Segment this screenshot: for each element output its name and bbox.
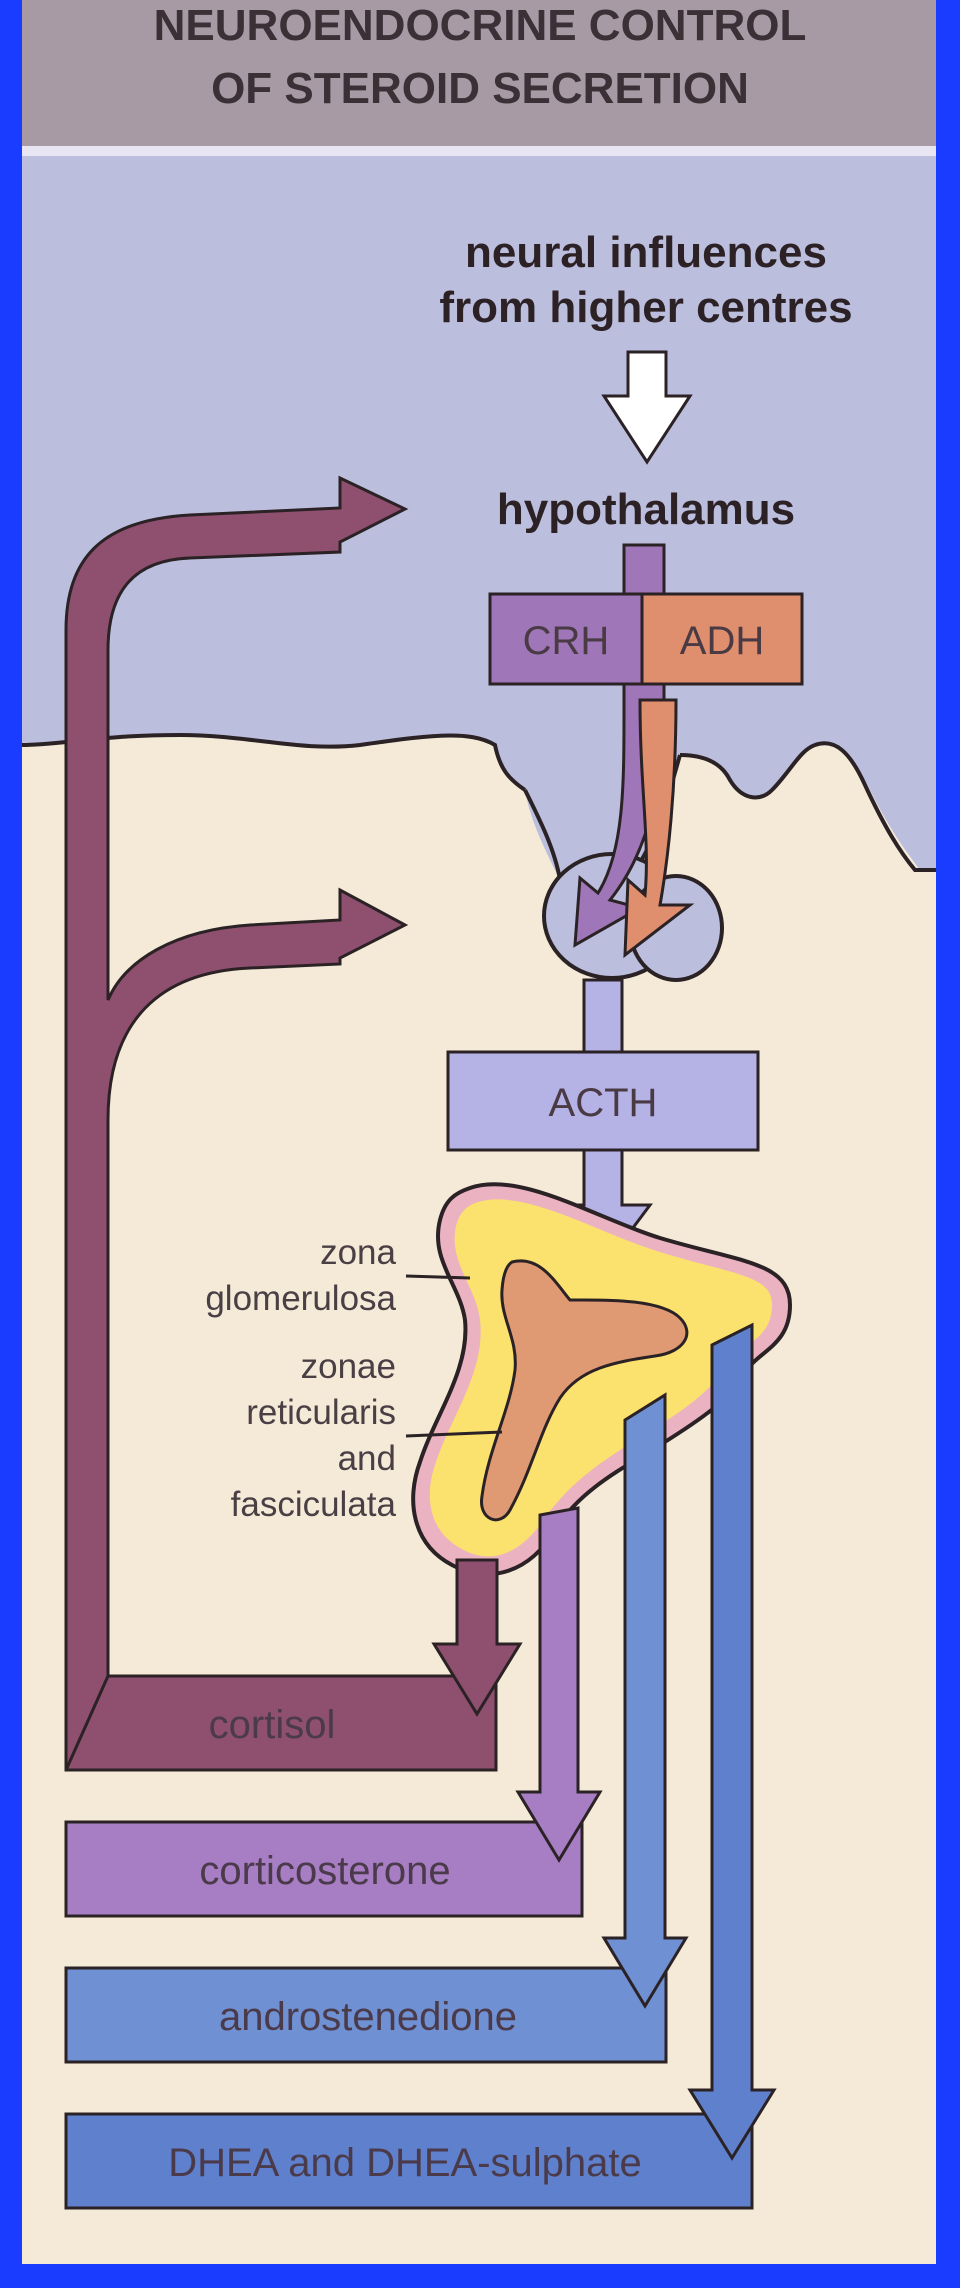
- corticosterone-box: [64, 1820, 584, 1918]
- title-divider: [22, 146, 936, 156]
- title-band: [22, 0, 936, 146]
- zonae-reticularis-label-4: fasciculata: [231, 1485, 397, 1524]
- zonae-reticularis-pointer: [405, 1430, 503, 1438]
- adh-pathway: [623, 698, 695, 959]
- dhea-arrow: [687, 1322, 777, 2161]
- crh-label: CRH: [523, 619, 610, 663]
- brain-region: [22, 156, 936, 880]
- acth-label: ACTH: [549, 1081, 658, 1125]
- adrenal-medulla: [480, 1259, 689, 1522]
- adh-label: ADH: [680, 619, 764, 663]
- corticosterone-arrow: [515, 1506, 603, 1863]
- zonae-reticularis-label-1: zonae: [301, 1347, 396, 1386]
- androstenedione-label: androstenedione: [219, 1995, 517, 2039]
- neural-down-arrow-icon: [601, 350, 693, 465]
- androstenedione-box: [64, 1966, 668, 2064]
- title-line-2: OF STEROID SECRETION: [211, 64, 749, 113]
- brain-outline-right: [679, 741, 936, 872]
- adh-box: [640, 592, 804, 686]
- cortisol-box: [64, 1674, 498, 1772]
- neural-influences-line-2: from higher centres: [439, 283, 852, 332]
- neural-influences-line-1: neural influences: [465, 228, 827, 277]
- androstenedione-arrow: [601, 1392, 689, 2009]
- feedback-stem: [64, 475, 409, 1771]
- hypothalamus-label: hypothalamus: [497, 485, 795, 534]
- zonae-reticularis-label-3: and: [338, 1439, 396, 1478]
- dhea-label: DHEA and DHEA-sulphate: [168, 2141, 642, 2185]
- cortisol-arrow: [431, 1558, 523, 1717]
- title-line-1: NEUROENDOCRINE CONTROL: [154, 1, 807, 50]
- zona-glomerulosa-label-1: zona: [320, 1233, 396, 1272]
- zona-glomerulosa-pointer: [405, 1274, 471, 1280]
- zona-glomerulosa-label-2: glomerulosa: [205, 1279, 396, 1318]
- dhea-box: [64, 2112, 754, 2210]
- corticosterone-label: corticosterone: [199, 1849, 450, 1893]
- acth-box: [446, 1050, 760, 1152]
- cortisol-label: cortisol: [209, 1703, 336, 1747]
- crh-box: [488, 592, 644, 686]
- zonae-reticularis-label-2: reticularis: [246, 1393, 396, 1432]
